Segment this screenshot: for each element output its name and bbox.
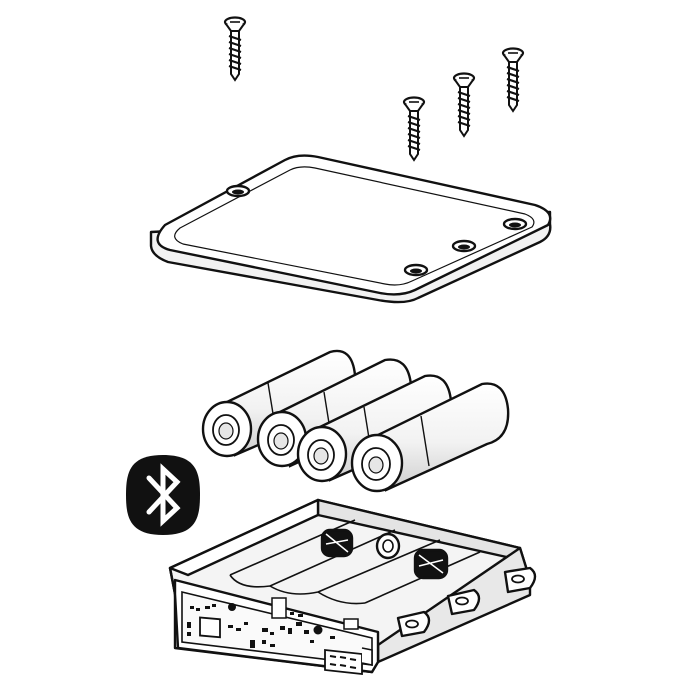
pcb-small-components [187, 604, 335, 648]
screw-2 [501, 47, 525, 113]
spring-contact-right [413, 548, 449, 580]
screw-1 [223, 16, 247, 82]
battery-4 [350, 382, 510, 493]
mounting-lugs [396, 566, 537, 638]
screw-3 [452, 72, 476, 138]
cover-screw-holes [225, 184, 528, 277]
bluetooth-icon [146, 463, 181, 527]
pcb-component-round [228, 603, 236, 611]
cover-plate [149, 154, 552, 304]
pcb-board [181, 590, 373, 676]
screw-4 [402, 96, 426, 162]
button-contact [375, 532, 401, 560]
bluetooth-badge [126, 455, 200, 535]
batteries [201, 349, 510, 493]
screws [223, 16, 525, 162]
spring-contact-left [320, 528, 354, 558]
pcb-connector [324, 648, 363, 676]
pcb-chip [199, 616, 221, 639]
